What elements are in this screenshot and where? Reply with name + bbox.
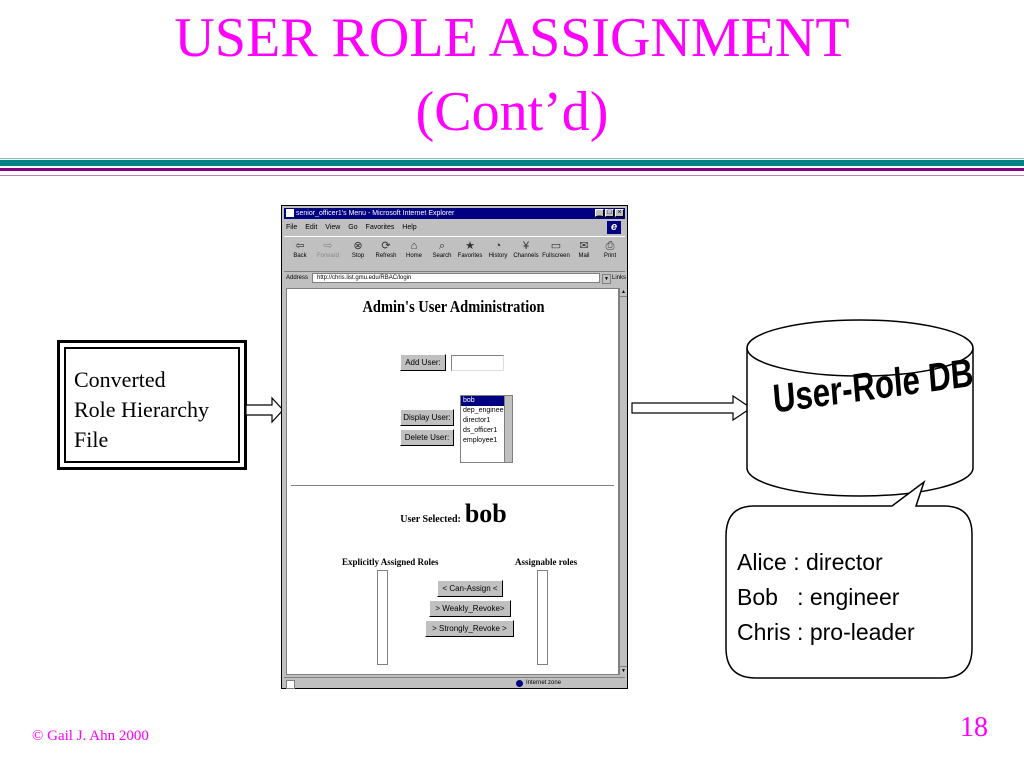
admin-heading: Admin's User Administration xyxy=(362,297,545,316)
db-callout-bubble xyxy=(725,479,973,679)
internet-zone-icon xyxy=(516,680,523,687)
title-rule-light-bottom xyxy=(0,175,1024,176)
menu-edit[interactable]: Edit xyxy=(305,224,318,231)
toolbar-print-button[interactable]: ⎙Print xyxy=(596,239,624,259)
toolbar-fullscreen-button[interactable]: ▭Fullscreen xyxy=(542,240,570,259)
assignable-roles-list[interactable] xyxy=(537,570,548,665)
explicit-roles-list[interactable] xyxy=(377,570,388,665)
browser-toolbar: ⇦Back ⇨Forward ⊗Stop ⟳Refresh ⌂Home ⌕Sea… xyxy=(284,236,625,272)
footer-copyright: © Gail J. Ahn 2000 xyxy=(32,728,149,744)
vertical-scrollbar[interactable]: ▲ ▼ xyxy=(619,288,627,675)
toolbar-refresh-button[interactable]: ⟳Refresh xyxy=(372,239,400,259)
arrow-browser-to-db xyxy=(631,394,753,422)
list-item[interactable]: employee1 xyxy=(463,437,498,444)
toolbar-history-button[interactable]: ◔History xyxy=(484,239,512,259)
user-listbox[interactable]: bob dep_engineer1 director1 ds_officer1 … xyxy=(460,395,513,463)
assignable-roles-heading: Assignable roles xyxy=(515,557,578,567)
menu-file[interactable]: File xyxy=(286,224,298,231)
history-icon: ◔ xyxy=(494,240,502,252)
browser-menubar: File Edit View Go Favorites Help xyxy=(286,222,423,234)
add-user-input[interactable] xyxy=(451,355,504,371)
converted-file-line: Converted xyxy=(74,367,166,392)
toolbar-search-button[interactable]: ⌕Search xyxy=(428,239,456,259)
callout-text: Alice : director Bob : engineer Chris : … xyxy=(737,549,915,645)
status-zone: Internet zone xyxy=(526,680,562,686)
converted-file-text: Converted Role Hierarchy File xyxy=(64,347,240,463)
toolbar-mail-button[interactable]: ✉Mail xyxy=(570,239,598,259)
address-input[interactable]: http://chris.list.gmu.edu/RBAC/login xyxy=(312,273,600,283)
minimize-icon[interactable]: _ xyxy=(595,209,604,217)
scroll-up-icon[interactable]: ▲ xyxy=(620,288,627,297)
browser-window: senior_officer1's Menu - Microsoft Inter… xyxy=(281,205,628,689)
weakly-revoke-button[interactable]: > Weakly_Revoke> xyxy=(429,600,511,617)
menu-view[interactable]: View xyxy=(325,224,341,231)
user-role-db-cylinder xyxy=(746,319,974,497)
converted-file-line: File xyxy=(74,427,109,452)
back-arrow-icon: ⇦ xyxy=(295,240,305,252)
toolbar-home-button[interactable]: ⌂Home xyxy=(400,239,428,259)
title-rule-purple xyxy=(0,168,1024,171)
menu-help[interactable]: Help xyxy=(402,224,417,231)
toolbar-stop-button[interactable]: ⊗Stop xyxy=(344,239,372,259)
converted-file-line: Role Hierarchy xyxy=(74,397,209,422)
fullscreen-icon: ▭ xyxy=(550,240,562,252)
stop-icon: ⊗ xyxy=(353,240,363,252)
ie-logo-icon: e xyxy=(607,221,621,234)
converted-file-box: Converted Role Hierarchy File xyxy=(57,340,247,470)
refresh-icon: ⟳ xyxy=(381,240,391,252)
list-item[interactable]: dep_engineer1 xyxy=(463,407,510,414)
title-rule-light xyxy=(0,158,1024,159)
arrow-file-to-browser xyxy=(246,396,284,424)
user-selected-value: bob xyxy=(464,499,507,528)
maximize-icon[interactable]: □ xyxy=(605,209,614,217)
list-item[interactable]: bob xyxy=(461,396,512,406)
address-dropdown-icon[interactable]: ▼ xyxy=(602,274,611,284)
browser-statusbar: Internet zone xyxy=(284,677,625,689)
display-user-button[interactable]: Display User: xyxy=(400,409,454,426)
print-icon: ⎙ xyxy=(605,240,615,252)
close-icon[interactable]: × xyxy=(615,209,624,217)
scroll-down-icon[interactable]: ▼ xyxy=(620,666,627,675)
slide-title-line1: USER ROLE ASSIGNMENT xyxy=(174,7,850,69)
title-rule-teal xyxy=(0,160,1024,166)
page-status-icon xyxy=(286,680,295,689)
ie-small-icon xyxy=(286,209,294,217)
forward-arrow-icon: ⇨ xyxy=(323,240,333,252)
toolbar-channels-button[interactable]: ¥Channels xyxy=(513,240,539,259)
home-icon: ⌂ xyxy=(410,240,418,252)
strongly-revoke-button[interactable]: > Strongly_Revoke > xyxy=(425,620,514,637)
add-user-button[interactable]: Add User: xyxy=(400,354,446,371)
browser-content: Admin's User Administration Add User: Di… xyxy=(286,288,619,675)
links-label[interactable]: Links xyxy=(612,275,627,281)
listbox-scrollbar[interactable] xyxy=(504,396,512,462)
explicit-roles-heading: Explicitly Assigned Roles xyxy=(342,557,439,567)
list-item[interactable]: director1 xyxy=(463,417,491,424)
slide-title-line2: (Cont’d) xyxy=(415,81,609,143)
toolbar-forward-button[interactable]: ⇨Forward xyxy=(314,239,342,259)
channels-icon: ¥ xyxy=(522,240,530,252)
browser-titlebar: senior_officer1's Menu - Microsoft Inter… xyxy=(284,208,625,219)
address-bar: Address http://chris.list.gmu.edu/RBAC/l… xyxy=(284,271,627,285)
favorites-icon: ★ xyxy=(465,240,475,252)
menu-favorites[interactable]: Favorites xyxy=(365,224,395,231)
delete-user-button[interactable]: Delete User: xyxy=(400,429,454,446)
user-selected-label: User Selected: xyxy=(400,514,461,525)
browser-title: senior_officer1's Menu - Microsoft Inter… xyxy=(296,210,455,217)
user-selected: User Selected: bob xyxy=(287,499,620,529)
mail-icon: ✉ xyxy=(579,240,589,252)
list-item[interactable]: ds_officer1 xyxy=(463,427,498,434)
page-number: 18 xyxy=(960,712,988,743)
toolbar-favorites-button[interactable]: ★Favorites xyxy=(457,240,483,259)
can-assign-button[interactable]: < Can-Assign < xyxy=(437,580,503,597)
menu-go[interactable]: Go xyxy=(348,224,358,231)
section-divider xyxy=(291,485,614,486)
address-label: Address xyxy=(286,275,309,281)
toolbar-back-button[interactable]: ⇦Back xyxy=(286,239,314,259)
search-icon: ⌕ xyxy=(438,240,446,252)
